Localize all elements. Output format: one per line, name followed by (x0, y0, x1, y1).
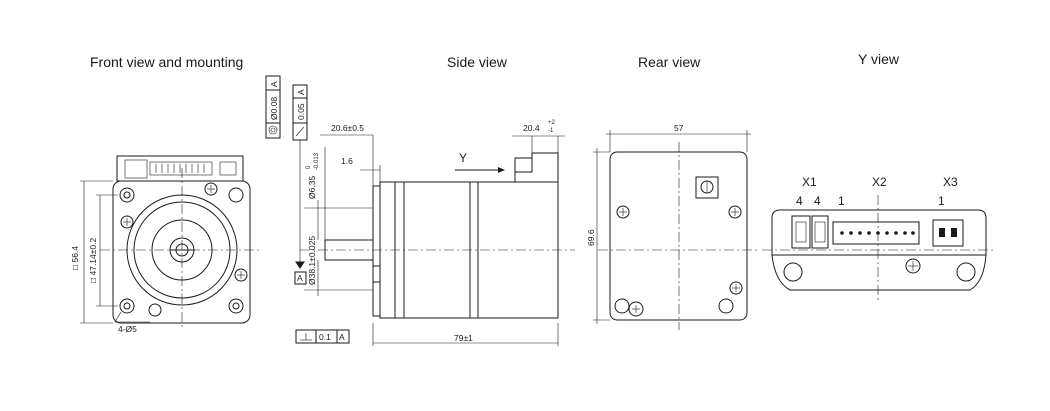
datum-label: A (297, 273, 303, 283)
tolerance-frame-runout (292, 84, 308, 262)
title-side-view: Side view (447, 54, 508, 70)
title-front-view: Front view and mounting (90, 54, 243, 70)
tolerance-frame-perpendicularity (295, 329, 350, 344)
dim-rear-width: 57 (674, 123, 684, 133)
tol-runout-ref: A (296, 89, 306, 95)
dim-connector-tol-upper: +2 (548, 120, 556, 126)
view-arrow-label: Y (459, 151, 467, 165)
mounting-hole-icon (119, 182, 248, 317)
side-view (300, 134, 575, 346)
tol-perpendicularity: 0.1 (319, 332, 331, 342)
dim-bolt-square: □ 47.14±0.2 (88, 237, 98, 283)
dim-rear-height: 69.6 (586, 229, 596, 246)
dim-connector-tol-lower: -1 (548, 128, 554, 134)
title-y-view: Y view (858, 51, 900, 67)
title-rear-view: Rear view (638, 54, 701, 70)
tol-concentricity: Ø0.08 (269, 97, 279, 120)
dim-outer-square: □ 56.4 (70, 246, 80, 270)
connector-x2-label: X2 (872, 175, 887, 189)
tol-concentricity-ref: A (269, 81, 279, 87)
front-view (80, 155, 262, 330)
dim-shaft-dia-tol-lower: -0.013 (314, 152, 320, 170)
dim-pilot-dia: Ø38.1±0.025 (307, 236, 317, 285)
rear-view (593, 130, 760, 330)
tolerance-frame-concentricity (265, 75, 281, 139)
dim-shaft-dia-tol-upper: 0 (306, 165, 312, 169)
dim-shaft-dia: Ø6.35 (307, 176, 317, 199)
y-view (762, 195, 996, 300)
tol-runout: 0.05 (296, 103, 306, 120)
pin-label: 4 (814, 194, 821, 208)
datum-marker (294, 261, 307, 285)
dim-holes: 4-Ø5 (118, 324, 137, 334)
pin-label: 1 (938, 194, 945, 208)
pin-label: 1 (838, 194, 845, 208)
dim-shaft-length: 20.6±0.5 (331, 123, 364, 133)
dim-body-length: 79±1 (454, 333, 473, 343)
connector-x3-label: X3 (943, 175, 958, 189)
pin-label: 4 (796, 194, 803, 208)
tol-perpendicularity-ref: A (339, 332, 345, 342)
connector-x1-label: X1 (802, 175, 817, 189)
dim-flange: 1.6 (341, 156, 353, 166)
dim-connector-height: 20.4 (523, 123, 540, 133)
